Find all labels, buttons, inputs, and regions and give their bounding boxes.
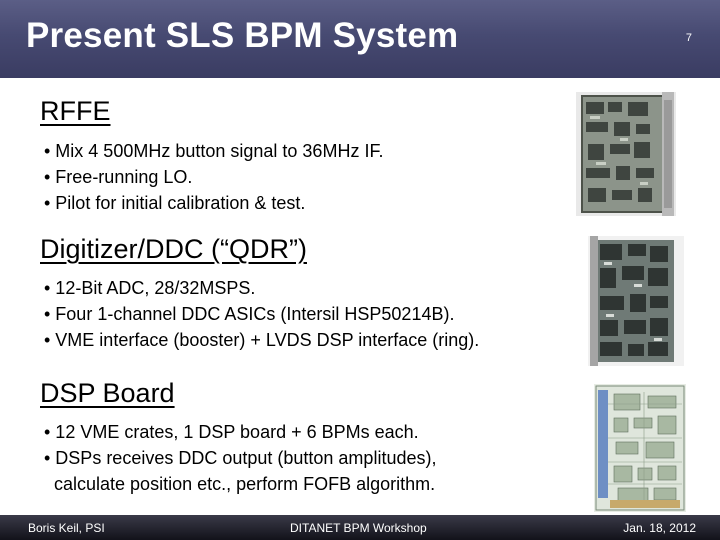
dsp-bullet-list: • 12 VME crates, 1 DSP board + 6 BPMs ea… xyxy=(44,419,436,497)
bullet-item: calculate position etc., perform FOFB al… xyxy=(54,474,436,494)
rffe-bullet-list: • Mix 4 500MHz button signal to 36MHz IF… xyxy=(44,138,383,216)
footer-event: DITANET BPM Workshop xyxy=(290,521,427,535)
bullet-item: • VME interface (booster) + LVDS DSP int… xyxy=(44,330,480,350)
rffe-board-photo xyxy=(576,92,676,216)
section-heading-digitizer: Digitizer/DDC (“QDR”) xyxy=(40,234,307,264)
slide-title: Present SLS BPM System xyxy=(26,16,459,55)
bullet-item: • 12 VME crates, 1 DSP board + 6 BPMs ea… xyxy=(44,422,419,442)
dsp-board-schematic xyxy=(594,384,686,512)
bullet-item: • Mix 4 500MHz button signal to 36MHz IF… xyxy=(44,141,384,161)
footer-bar: Boris Keil, PSI DITANET BPM Workshop Jan… xyxy=(0,515,720,540)
bullet-item: • Pilot for initial calibration & test. xyxy=(44,193,306,213)
page-number: 7 xyxy=(685,32,692,44)
footer-author: Boris Keil, PSI xyxy=(28,521,105,535)
bullet-item: • Four 1-channel DDC ASICs (Intersil HSP… xyxy=(44,304,455,324)
section-heading-rffe: RFFE xyxy=(40,96,111,126)
bullet-item: • Free-running LO. xyxy=(44,167,193,187)
title-bar: Present SLS BPM System 7 xyxy=(0,0,720,78)
section-heading-dsp-board: DSP Board xyxy=(40,378,175,408)
digitizer-board-photo xyxy=(588,236,684,366)
digitizer-bullet-list: • 12-Bit ADC, 28/32MSPS. • Four 1-channe… xyxy=(44,275,479,353)
bullet-item: • 12-Bit ADC, 28/32MSPS. xyxy=(44,278,256,298)
bullet-item: • DSPs receives DDC output (button ampli… xyxy=(44,448,437,468)
footer-date: Jan. 18, 2012 xyxy=(623,521,696,535)
